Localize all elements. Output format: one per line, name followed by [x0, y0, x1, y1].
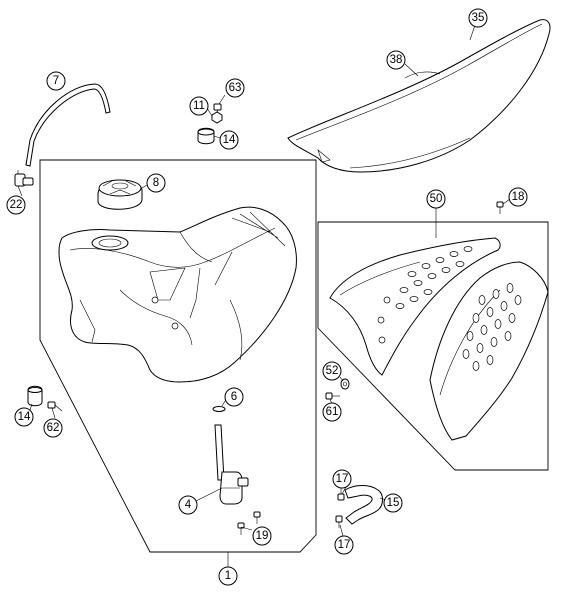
spoiler-washer-screw [325, 378, 350, 400]
svg-text:14: 14 [18, 411, 31, 423]
callout-35: 35 [468, 8, 488, 28]
callout-14-left: 14 [14, 407, 34, 427]
tank-group-frame [39, 159, 317, 553]
svg-text:19: 19 [256, 530, 269, 542]
svg-text:62: 62 [47, 422, 60, 434]
callout-62: 62 [43, 418, 63, 438]
callout-19: 19 [252, 526, 272, 546]
callout-22: 22 [6, 195, 26, 215]
callout-63: 63 [225, 78, 245, 98]
vent-hose-part [335, 485, 383, 528]
fuel-hose-part [25, 83, 111, 167]
callout-38: 38 [386, 50, 406, 70]
callout-4: 4 [178, 495, 198, 515]
svg-text:7: 7 [53, 75, 59, 87]
svg-text:1: 1 [225, 570, 231, 582]
callout-6: 6 [224, 387, 244, 407]
svg-text:52: 52 [326, 365, 339, 377]
svg-text:11: 11 [193, 100, 205, 112]
svg-text:63: 63 [229, 82, 242, 94]
mounting-hardware-left [27, 385, 63, 412]
svg-text:50: 50 [430, 193, 443, 205]
svg-text:17: 17 [338, 539, 351, 551]
callout-52: 52 [322, 361, 342, 381]
svg-text:6: 6 [231, 391, 237, 403]
svg-text:8: 8 [153, 177, 159, 189]
svg-text:61: 61 [326, 406, 339, 418]
svg-text:18: 18 [512, 191, 525, 203]
callout-11: 11 [189, 96, 209, 116]
svg-text:4: 4 [185, 499, 192, 511]
callout-15: 15 [383, 493, 403, 513]
mounting-hardware-top [197, 103, 223, 145]
callout-8: 8 [146, 173, 166, 193]
svg-text:14: 14 [223, 134, 236, 146]
fuel-tap-part [212, 406, 261, 535]
callout-17-bottom: 17 [334, 535, 354, 555]
svg-text:17: 17 [336, 473, 349, 485]
callout-61: 61 [322, 402, 342, 422]
callout-50: 50 [426, 189, 446, 209]
spoiler-group-frame [317, 221, 549, 471]
hose-fitting-part [14, 170, 34, 187]
fuel-cap-part [97, 179, 143, 210]
svg-text:22: 22 [10, 199, 23, 211]
callout-1: 1 [218, 566, 238, 586]
callout-7: 7 [46, 71, 66, 91]
svg-text:35: 35 [472, 12, 485, 24]
seat-part [287, 19, 551, 173]
callout-18: 18 [508, 187, 528, 207]
svg-text:15: 15 [387, 497, 400, 509]
fuel-tank-part [58, 206, 297, 383]
left-spoiler-part [329, 237, 501, 376]
svg-text:38: 38 [390, 54, 403, 66]
callout-14-top: 14 [219, 130, 239, 150]
right-spoiler-part [429, 261, 549, 441]
callout-17-top: 17 [332, 469, 352, 489]
spoiler-screw-part [496, 201, 504, 214]
